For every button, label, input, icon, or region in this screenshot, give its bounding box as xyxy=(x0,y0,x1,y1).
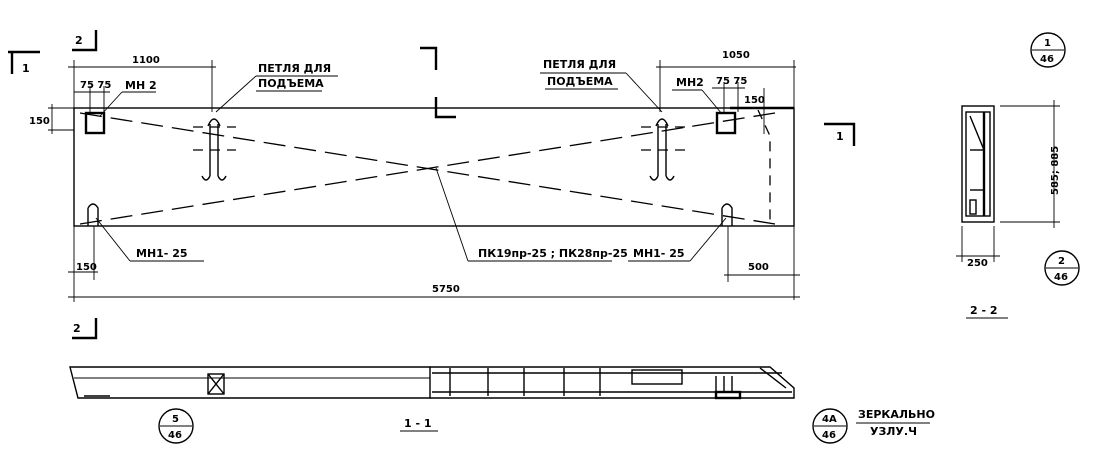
lifting-loop-right xyxy=(641,118,686,181)
lift-loop-left-line1: ПЕТЛЯ ДЛЯ xyxy=(258,62,331,75)
annotations: ПЕТЛЯ ДЛЯ ПОДЪЕМА ПЕТЛЯ ДЛЯ ПОДЪЕМА МН 2… xyxy=(95,58,727,262)
dim-585-885: 585; 885 xyxy=(1050,146,1061,195)
callout-2-bottom: 46 xyxy=(1054,272,1068,283)
view-1-1-label: 1 - 1 xyxy=(404,417,432,430)
dim-250: 250 xyxy=(967,258,988,269)
mn2-right-label: МН2 xyxy=(676,76,704,89)
mn1-left-label: МН1- 25 xyxy=(136,247,188,260)
callout-2-top: 2 xyxy=(1058,256,1065,267)
dim-75-left: 75 75 xyxy=(80,80,111,91)
callout-4a-46: 4А 46 xyxy=(812,408,848,444)
dim-75-right: 75 75 xyxy=(716,76,747,87)
callout-1-top: 1 xyxy=(1044,38,1051,49)
beam-elevation xyxy=(73,46,795,227)
mirror-label-line1: ЗЕРКАЛЬНО xyxy=(858,408,935,421)
embedded-plate-mn2-right xyxy=(715,111,737,135)
section-2-top: 2 xyxy=(75,34,83,47)
embedded-plate-mn1-left xyxy=(87,203,99,226)
section-1-1: 1 - 1 ЗЕРКАЛЬНО УЗЛУ.Ч xyxy=(69,366,935,438)
callout-5-46: 5 46 xyxy=(158,408,194,444)
embedded-plate-mn1-right xyxy=(721,203,733,226)
callout-4a-top: 4А xyxy=(822,414,837,425)
callout-1-46: 1 46 xyxy=(1030,32,1066,68)
section-1-right: 1 xyxy=(836,130,844,143)
embedded-plate-mn2-left xyxy=(84,111,106,135)
section-markers: 2 2 1 1 xyxy=(8,30,856,340)
dim-150-right: 150 xyxy=(744,95,765,106)
callout-2-46: 2 46 xyxy=(1044,250,1080,286)
beam-outline xyxy=(73,107,795,227)
lift-loop-right-line2: ПОДЪЕМА xyxy=(547,75,613,88)
mn1-right-label: МН1- 25 xyxy=(633,247,685,260)
dim-5750: 5750 xyxy=(432,284,460,295)
dim-500: 500 xyxy=(748,262,769,273)
mirror-label-line2: УЗЛУ.Ч xyxy=(870,425,917,438)
dim-150-left: 150 xyxy=(29,116,50,127)
callout-5-top: 5 xyxy=(172,414,179,425)
dimension-lines: 1100 75 75 150 1050 75 75 150 150 500 xyxy=(29,50,800,302)
mn2-left-label: МН 2 xyxy=(125,79,157,92)
lift-loop-left-line2: ПОДЪЕМА xyxy=(258,77,324,90)
diagonal-dashed-line xyxy=(79,112,776,225)
section-marker-bottom xyxy=(434,97,456,119)
end-dashed-outline xyxy=(757,109,771,224)
dim-1050: 1050 xyxy=(722,50,750,61)
callout-1-bottom: 46 xyxy=(1040,54,1054,65)
section-1-left: 1 xyxy=(22,62,30,75)
view-2-2-label: 2 - 2 xyxy=(970,304,998,317)
callout-5-bottom: 46 xyxy=(168,430,182,441)
dim-1100: 1100 xyxy=(132,55,160,66)
lift-loop-right-line1: ПЕТЛЯ ДЛЯ xyxy=(543,58,616,71)
pk-frames-label: ПК19пр-25 ; ПК28пр-25 xyxy=(478,247,628,260)
section-marker-top xyxy=(420,46,438,70)
section-2-2: 585; 885 250 2 - 2 xyxy=(956,100,1061,319)
callout-4a-bottom: 46 xyxy=(822,430,836,441)
dim-150-bottom: 150 xyxy=(76,262,97,273)
lifting-loop-left xyxy=(193,118,236,181)
section-2-bottom: 2 xyxy=(73,322,81,335)
